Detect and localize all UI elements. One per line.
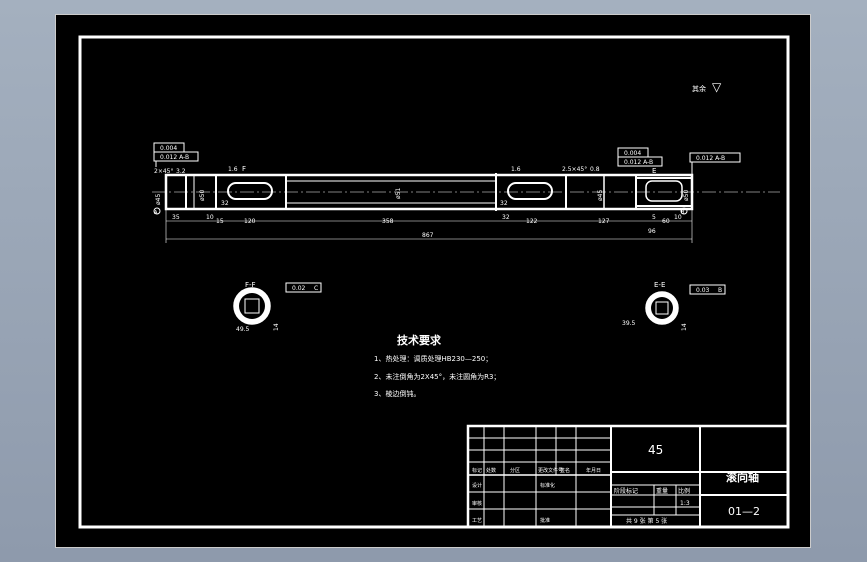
fcf-right-runout: 0.012 A-B xyxy=(624,159,653,166)
tech-line-2: 2、未注倒角为2X45°，未注圆角为R3； xyxy=(374,372,500,381)
fcf-left-runout: 0.012 A-B xyxy=(160,154,189,161)
section-mark-e-top: E xyxy=(652,167,656,175)
tb-label-mark: 标记 xyxy=(472,467,482,474)
keyway-right-length: 32 xyxy=(500,200,508,207)
tb-designer: 设计 xyxy=(472,482,482,489)
section-f: F-F 0.02 C 14 49.5 xyxy=(233,281,322,333)
tb-material: 45 xyxy=(648,443,663,457)
dim-96: 96 xyxy=(648,228,656,235)
dim-120: 120 xyxy=(244,218,256,225)
tb-checker: 审核 xyxy=(472,500,482,507)
section-f-title: F-F xyxy=(245,281,256,289)
chamfer-right: 2.5×45° xyxy=(562,166,587,173)
dim-10b: 10 xyxy=(674,214,682,221)
section-e-datum: B xyxy=(718,287,722,294)
tb-scale-label: 比例 xyxy=(678,487,690,495)
dim-32: 32 xyxy=(502,214,510,221)
right-journal xyxy=(635,177,693,207)
tb-stage-label: 阶段标记 xyxy=(614,487,638,495)
dim-127: 127 xyxy=(598,218,610,225)
section-f-datum: C xyxy=(314,285,318,292)
chamfer-left: 2×45° xyxy=(154,168,173,175)
dim-35: 35 xyxy=(172,214,180,221)
dim-60: 60 xyxy=(662,218,670,225)
tb-label-date: 年月日 xyxy=(586,467,601,474)
dia-right: ø45 xyxy=(597,190,604,201)
tb-weight-label: 重量 xyxy=(656,487,668,495)
drawing-canvas: 其余 ▽ 0.004 0.012 A-B 2×45° 3.2 xyxy=(78,35,790,529)
shaft-main-view: 0.004 0.012 A-B 2×45° 3.2 1.6 F 1.6 0.00… xyxy=(152,142,780,243)
tb-label-zone: 分区 xyxy=(510,467,520,474)
section-f-width: 14 xyxy=(273,323,280,331)
technical-requirements: 技术要求 1、热处理：调质处理HB230—250； 2、未注倒角为2X45°，未… xyxy=(374,333,500,398)
keyway-left-length: 32 xyxy=(221,200,229,207)
drawing-frame xyxy=(78,35,790,529)
tb-drawing-no: 01—2 xyxy=(728,505,760,518)
dia-left2: ø50 xyxy=(199,190,206,201)
section-e-tolerance: 0.03 xyxy=(696,287,710,294)
dia-mid: ø51 xyxy=(395,188,402,199)
tb-sheets: 共 9 张 第 5 张 xyxy=(626,517,667,525)
dim-5: 5 xyxy=(652,214,656,221)
drawing-sheet: 其余 ▽ 0.004 0.012 A-B 2×45° 3.2 xyxy=(55,14,811,548)
section-e-width: 14 xyxy=(681,323,688,331)
roughness-left: 1.6 xyxy=(228,166,238,173)
title-block: 标记 处数 分区 更改文件号 签名 年月日 设计 标准化 审核 工艺 批准 45… xyxy=(466,424,790,529)
dim-10: 10 xyxy=(206,214,214,221)
tb-part-name: 滚向轴 xyxy=(726,470,759,484)
section-mark-f-top: F xyxy=(242,165,246,173)
tb-scale: 1:3 xyxy=(680,500,690,507)
section-e-title: E-E xyxy=(654,281,665,289)
chamfer-right-roughness: 0.8 xyxy=(590,166,600,173)
section-e-depth: 39.5 xyxy=(622,320,636,327)
dim-15: 15 xyxy=(216,218,224,225)
chamfer-left-roughness: 3.2 xyxy=(176,168,186,175)
keyway-right xyxy=(507,182,553,200)
fcf-far-right: 0.012 A-B xyxy=(696,155,725,162)
roughness-mid: 1.6 xyxy=(511,166,521,173)
dia-left: ø45 xyxy=(155,194,162,205)
tb-craft: 工艺 xyxy=(472,518,482,524)
datum-a: A xyxy=(154,210,158,216)
tb-label-count: 处数 xyxy=(486,467,496,474)
tech-line-3: 3、棱边倒钝。 xyxy=(374,389,420,398)
total-length: 867 xyxy=(422,232,434,239)
tb-standard: 标准化 xyxy=(540,482,555,489)
surface-roughness-symbol: ▽ xyxy=(712,80,722,94)
keyway-left xyxy=(227,182,273,200)
fcf-right-flatness: 0.004 xyxy=(624,150,641,157)
dim-122: 122 xyxy=(526,218,538,225)
tb-label-docno: 更改文件号 xyxy=(538,467,563,474)
fcf-left-flatness: 0.004 xyxy=(160,145,177,152)
tb-label-sign: 签名 xyxy=(560,467,570,474)
keyway-end xyxy=(645,180,683,202)
datum-b: B xyxy=(681,210,685,216)
tech-line-1: 1、热处理：调质处理HB230—250； xyxy=(374,354,492,363)
tech-heading: 技术要求 xyxy=(397,333,442,347)
section-f-depth: 49.5 xyxy=(236,326,250,333)
tb-approve: 批准 xyxy=(540,517,550,524)
dim-358: 358 xyxy=(382,218,394,225)
surface-roughness-label: 其余 xyxy=(692,84,706,93)
section-e: E-E 0.03 B 14 39.5 xyxy=(622,281,726,331)
section-f-tolerance: 0.02 xyxy=(292,285,306,292)
dia-right2: ø50 xyxy=(683,190,690,201)
